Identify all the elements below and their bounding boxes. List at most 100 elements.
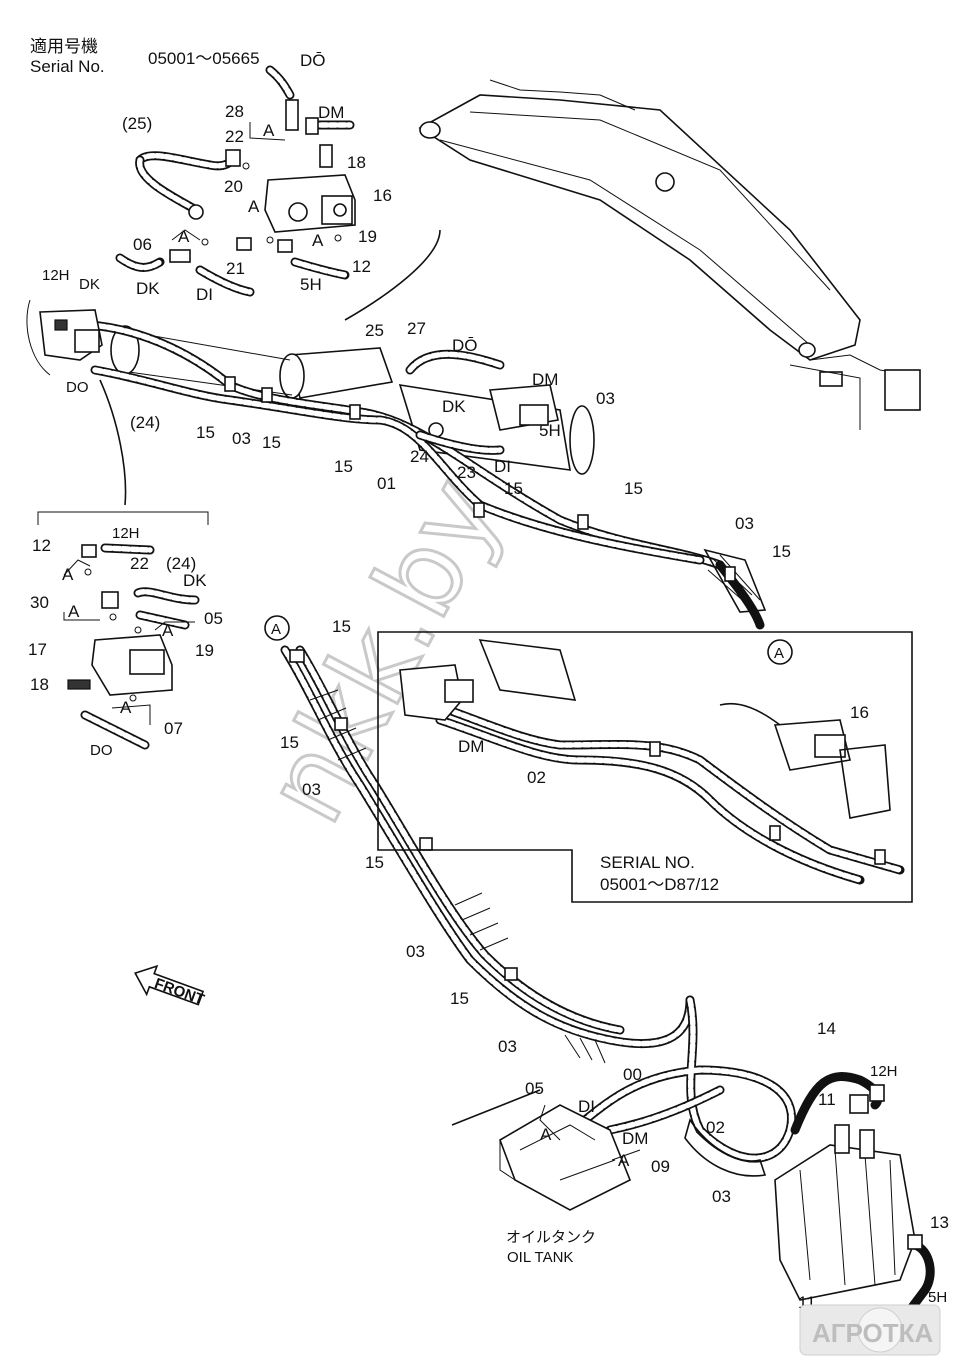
- callout-label: DM: [622, 1129, 648, 1148]
- hose-bundle-main: [85, 320, 767, 630]
- callout-label: 25: [365, 321, 384, 340]
- callout-label: A: [263, 121, 275, 140]
- callout-label: 27: [407, 319, 426, 338]
- callout-label: 03: [735, 514, 754, 533]
- callout-label: A: [540, 1125, 552, 1144]
- callout-label: 03: [232, 429, 251, 448]
- callout-label: DK: [442, 397, 466, 416]
- hose-run-03: [280, 645, 695, 1064]
- callout-label: 09: [651, 1157, 670, 1176]
- callout-label: 13: [930, 1213, 949, 1232]
- corner-watermark-text: АГРОТКА: [812, 1318, 933, 1348]
- callout-label: 01: [377, 474, 396, 493]
- callout-label: 12H: [870, 1063, 898, 1080]
- inset-frame: [377, 631, 913, 903]
- section-marker-a-left: A: [264, 615, 290, 641]
- callout-label: 12: [32, 536, 51, 555]
- callout-label: A: [618, 1151, 630, 1170]
- callout-label: 18: [30, 675, 49, 694]
- callout-label: A: [68, 602, 80, 621]
- section-marker-a-right: A: [767, 639, 793, 665]
- clamps-main: [224, 376, 736, 582]
- callout-label: (24): [166, 554, 196, 573]
- callout-label: (25): [122, 114, 152, 133]
- callout-label: 03: [712, 1187, 731, 1206]
- callout-label: DO: [66, 379, 89, 396]
- callout-label: 30: [30, 593, 49, 612]
- callout-label: 19: [195, 641, 214, 660]
- callout-label: DK: [183, 571, 207, 590]
- callout-label: 24: [410, 447, 429, 466]
- callout-label: 5H: [539, 421, 561, 440]
- callout-label: 15: [624, 479, 643, 498]
- callout-label: 15: [196, 423, 215, 442]
- callout-label: 5H: [928, 1289, 947, 1306]
- callout-label: 12H: [112, 525, 140, 542]
- callout-label: 19: [358, 227, 377, 246]
- detail-valve-left: [37, 511, 209, 750]
- callout-label: 5H: [300, 275, 322, 294]
- callout-label: A: [248, 197, 260, 216]
- callout-label: DŌ: [452, 336, 478, 355]
- callout-label: DI: [494, 457, 511, 476]
- callout-label: 03: [596, 389, 615, 408]
- inset-serial-range: 05001～D87/12: [600, 875, 719, 894]
- callout-label: DK: [136, 279, 160, 298]
- callout-label: DŌ: [300, 51, 326, 70]
- callout-label: 11: [818, 1090, 836, 1109]
- callout-label: 05: [204, 609, 223, 628]
- callout-label: DO: [90, 742, 113, 759]
- callout-label: 17: [28, 640, 47, 659]
- front-label: FRONT: [152, 975, 206, 1009]
- boom-illustration: [418, 79, 921, 430]
- detail-valve-top: [115, 65, 441, 321]
- callout-label: A: [162, 621, 174, 640]
- callout-label: (24): [130, 413, 160, 432]
- callout-label: 03: [406, 942, 425, 961]
- callout-label: 15: [334, 457, 353, 476]
- header-serial-label: Serial No.: [30, 57, 105, 76]
- callout-label: 23: [457, 463, 476, 482]
- callout-label: 03: [498, 1037, 517, 1056]
- callout-label: DI: [196, 285, 213, 304]
- callout-label: 28: [225, 102, 244, 121]
- callout-label: 02: [527, 768, 546, 787]
- marker-label: A: [774, 645, 784, 662]
- callout-label: 22: [130, 554, 149, 573]
- callout-label: DM: [318, 103, 344, 122]
- callout-label: 15: [262, 433, 281, 452]
- callout-label: A: [178, 227, 190, 246]
- callout-label: DM: [458, 737, 484, 756]
- front-arrow: FRONT: [134, 964, 206, 1009]
- header-applicable-jp: 適用号機: [30, 37, 98, 56]
- oil-tank-label-en: OIL TANK: [507, 1249, 573, 1266]
- callout-label: 20: [224, 177, 243, 196]
- callout-label: 15: [332, 617, 351, 636]
- callout-label: 02: [706, 1118, 725, 1137]
- leader-lines: [63, 122, 641, 1161]
- callout-label: 05: [525, 1079, 544, 1098]
- callout-label: 15: [450, 989, 469, 1008]
- inset-serial-label: SERIAL NO.: [600, 853, 695, 872]
- callout-label: A: [62, 565, 74, 584]
- callout-label: 03: [302, 780, 321, 799]
- callout-label: 21: [226, 259, 245, 278]
- callout-label: 16: [850, 703, 869, 722]
- oil-tank: [451, 1089, 632, 1211]
- callout-label: 00: [623, 1065, 642, 1084]
- callout-label: 14: [817, 1019, 836, 1038]
- callout-label: 07: [164, 719, 183, 738]
- callout-label: 15: [280, 733, 299, 752]
- callout-label: 15: [365, 853, 384, 872]
- callout-labels: DŌ DM 28 A (25) 22 18 20 16 A A 19 06 A …: [28, 51, 949, 1312]
- callout-label: 12: [352, 257, 371, 276]
- callout-label: A: [312, 231, 324, 250]
- callout-label: DM: [532, 370, 558, 389]
- corner-watermark-logo: АГРОТКА: [799, 1304, 941, 1356]
- callout-label: 18: [347, 153, 366, 172]
- valve-left: [26, 299, 127, 506]
- callout-label: 15: [504, 479, 523, 498]
- valve-right: [415, 384, 559, 455]
- oil-tank-label-jp: オイルタンク: [506, 1229, 596, 1246]
